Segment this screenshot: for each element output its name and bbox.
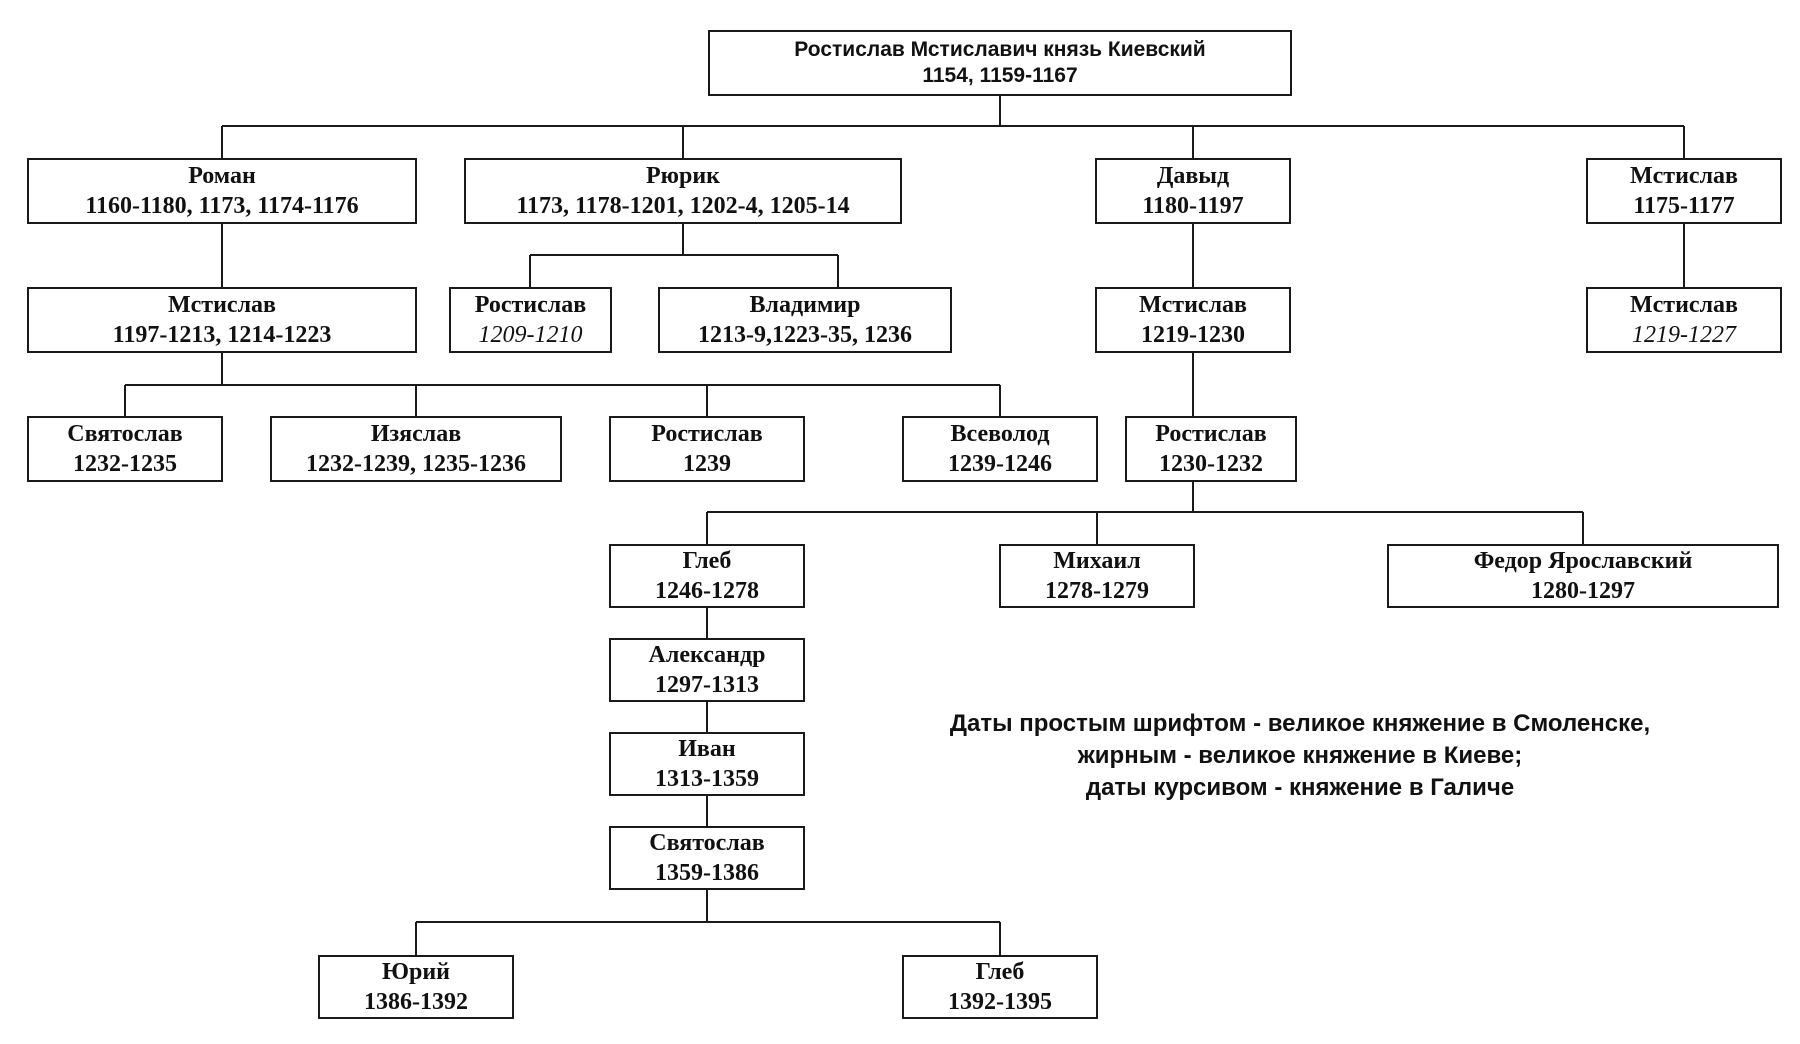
legend: Даты простым шрифтом - великое княжение … (860, 708, 1740, 804)
dates-italic: 1209-1210 (478, 322, 583, 348)
node-mstislav-davydovich: Мстислав 1219-1230 (1095, 287, 1291, 353)
node-name: Изяслав (370, 421, 462, 447)
node-iziaslav: Изяслав 1232-1239, 1235-1236 (270, 416, 562, 482)
node-dates: 1209-1210 (479, 320, 583, 350)
node-vsevolod: Всеволод 1239-1246 (902, 416, 1098, 482)
node-name: Святослав (67, 421, 183, 447)
node-dates: 1359-1386 (655, 860, 759, 886)
node-name: Рюрик (645, 163, 720, 189)
node-name: Юрий (381, 959, 451, 985)
node-name: Иван (678, 736, 736, 762)
node-dates: 1154, 1159-1167 (922, 64, 1078, 87)
node-mstislav-1: Мстислав 1175-1177 (1586, 158, 1782, 224)
node-gleb: Глеб 1246-1278 (609, 544, 805, 608)
node-dates: 1160-1180, 1173, 1174-1176 (85, 193, 359, 219)
node-dates: 1386-1392 (364, 989, 468, 1015)
node-dates: 1232-1239, 1235-1236 (306, 451, 526, 477)
node-dates: 1280-1297 (1531, 578, 1635, 604)
node-dates: 1219-1230 (1141, 322, 1245, 348)
node-dates: 1180-1197 (1142, 193, 1244, 219)
node-dates: 1239-1246 (948, 451, 1052, 477)
node-name: Всеволод (950, 421, 1050, 447)
node-name: Александр (648, 642, 766, 668)
node-name: Глеб (682, 548, 732, 574)
node-name: Мстислав (1139, 292, 1247, 318)
legend-line-2: жирным - великое княжение в Киеве; (1077, 742, 1523, 769)
node-dates: 1313-1359 (655, 766, 759, 792)
node-mstislav-mstislavich: Мстислав 1219-1227 (1586, 287, 1782, 353)
node-rostislav-mstislavich-2: Ростислав 1239 (609, 416, 805, 482)
node-name: Давыд (1156, 163, 1230, 189)
node-dates: 1232-1235 (73, 451, 177, 477)
node-dates: 1246-1278 (655, 578, 759, 604)
node-name: Ростислав (474, 292, 587, 318)
node-dates: 1278-1279 (1045, 578, 1149, 604)
node-yurii: Юрий 1386-1392 (318, 955, 514, 1019)
node-dates: 1219-1227 (1632, 320, 1736, 350)
node-name: Федор Ярославский (1473, 548, 1693, 574)
node-dates: 1197-1213, 1214-1223 (112, 322, 332, 348)
node-rostislav-riurikovich: Ростислав 1209-1210 (449, 287, 612, 353)
dates-italic: 1219-1227 (1632, 322, 1736, 348)
node-davyd: Давыд 1180-1197 (1095, 158, 1291, 224)
node-name: Роман (188, 163, 256, 189)
node-aleksandr: Александр 1297-1313 (609, 638, 805, 702)
node-dates: 1230-1232 (1159, 451, 1263, 477)
node-name: Глеб (975, 959, 1025, 985)
node-roman: Роман 1160-1180, 1173, 1174-1176 (27, 158, 417, 224)
node-rostislav-mstislavich: Ростислав Мстиславич князь Киевский 1154… (708, 30, 1292, 96)
legend-line-3: даты курсивом - княжение в Галиче (1085, 774, 1515, 801)
node-dates: 1239 (683, 451, 731, 477)
node-name: Мстислав (1630, 292, 1738, 318)
node-sviatoslav: Святослав 1232-1235 (27, 416, 223, 482)
node-dates: 1175-1177 (1633, 193, 1735, 219)
node-dates: 1213-9,1223-35, 1236 (698, 322, 912, 348)
legend-line-1: Даты простым шрифтом - великое княжение … (949, 710, 1651, 737)
node-mstislav-romanovich: Мстислав 1197-1213, 1214-1223 (27, 287, 417, 353)
node-ivan: Иван 1313-1359 (609, 732, 805, 796)
node-vladimir: Владимир 1213-9,1223-35, 1236 (658, 287, 952, 353)
node-name: Святослав (649, 830, 765, 856)
node-fedor-yaroslavsky: Федор Ярославский 1280-1297 (1387, 544, 1779, 608)
node-gleb-2: Глеб 1392-1395 (902, 955, 1098, 1019)
node-name: Владимир (749, 292, 861, 318)
node-dates: 1173, 1178-1201, 1202-4, 1205-14 (516, 193, 850, 219)
node-name: Михаил (1053, 548, 1141, 574)
node-name: Мстислав (168, 292, 276, 318)
node-dates: 1297-1313 (655, 672, 759, 698)
node-mikhail: Михаил 1278-1279 (999, 544, 1195, 608)
node-name: Мстислав (1630, 163, 1738, 189)
node-rostislav-mstislavich-3: Ростислав 1230-1232 (1125, 416, 1297, 482)
node-sviatoslav-2: Святослав 1359-1386 (609, 826, 805, 890)
node-riurik: Рюрик 1173, 1178-1201, 1202-4, 1205-14 (464, 158, 902, 224)
node-dates: 1392-1395 (948, 989, 1052, 1015)
node-name: Ростислав (651, 421, 763, 447)
node-name: Ростислав Мстиславич князь Киевский (794, 38, 1206, 61)
node-name: Ростислав (1155, 421, 1267, 447)
